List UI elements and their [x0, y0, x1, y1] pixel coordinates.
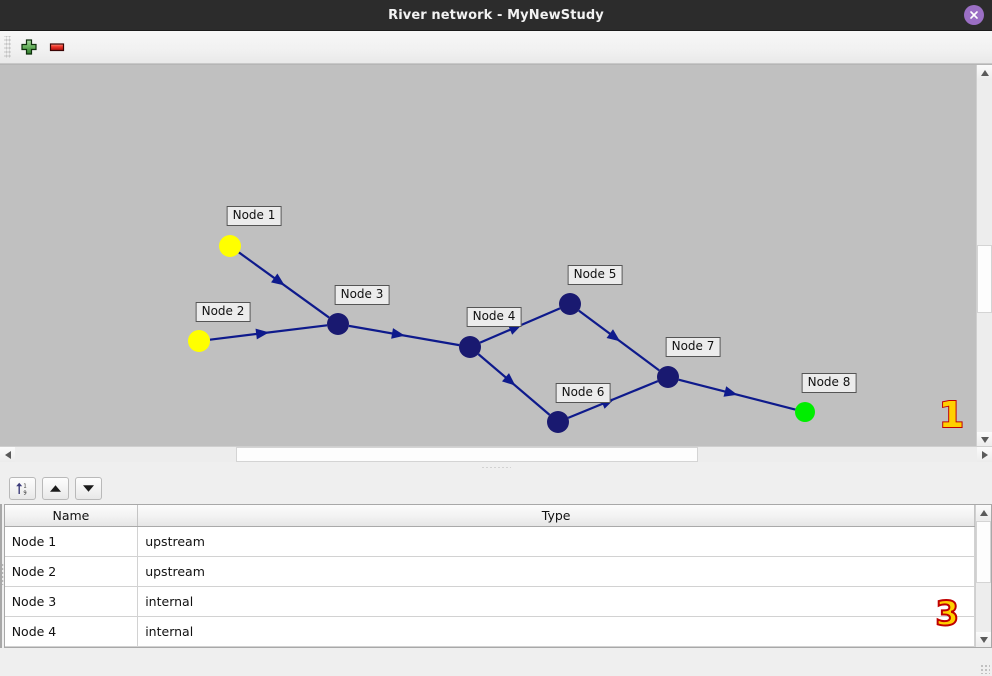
graph-node-node-4[interactable]	[459, 336, 481, 358]
table-cell[interactable]: Node 2	[4, 556, 139, 587]
table-cell[interactable]: upstream	[137, 556, 976, 587]
scroll-up-button[interactable]	[977, 65, 992, 80]
chevron-left-icon	[4, 450, 11, 459]
graph-edge-arrow-icon	[507, 324, 522, 335]
toolbar-drag-handle[interactable]	[4, 36, 11, 58]
canvas-hscroll-thumb[interactable]	[236, 447, 698, 462]
main-toolbar	[0, 31, 992, 64]
table-row-empty[interactable]	[4, 646, 976, 647]
table-cell[interactable]: internal	[137, 616, 976, 647]
delete-node-button[interactable]	[44, 34, 70, 60]
nodes-scroll-up-button[interactable]	[976, 505, 992, 520]
nodes-status-bar	[3, 648, 992, 676]
graph-node-label-node-8[interactable]: Node 8	[801, 373, 857, 393]
delete-node-icon	[49, 43, 65, 52]
nodes-move-up-button[interactable]	[41, 476, 69, 500]
sort-icon: 1 9	[15, 482, 26, 496]
canvas-vertical-scrollbar[interactable]	[976, 65, 992, 447]
reaches-status-bar	[0, 648, 1, 676]
reaches-table-vertical-scrollbar[interactable]	[1, 505, 2, 647]
graph-edge-arrow-icon	[255, 328, 270, 340]
window-resize-grip[interactable]	[980, 664, 991, 674]
graph-node-label-node-3[interactable]: Node 3	[334, 285, 390, 305]
move-down-icon	[82, 484, 94, 492]
graph-edge-arrow-icon	[501, 373, 516, 386]
add-node-button[interactable]	[16, 34, 42, 60]
chevron-down-icon	[980, 436, 989, 443]
title-bar: River network - MyNewStudy	[0, 0, 992, 31]
river-network-canvas-panel: Node 1 Node 2 Node 3 Node 4 Node 5 Node 6 Node…	[0, 64, 992, 462]
chevron-down-icon	[979, 636, 988, 643]
graph-node-label-node-2[interactable]: Node 2	[195, 302, 251, 322]
graph-node-node-6[interactable]	[547, 411, 569, 433]
table-cell[interactable]: upstream	[137, 526, 976, 557]
graph-edge-arrow-icon	[606, 329, 621, 342]
table-cell[interactable]: internal	[137, 586, 976, 617]
graph-node-label-node-7[interactable]: Node 7	[665, 337, 721, 357]
nodes-move-down-button[interactable]	[74, 476, 102, 500]
graph-node-label-node-5[interactable]: Node 5	[567, 265, 623, 285]
graph-node-label-node-4[interactable]: Node 4	[466, 307, 522, 327]
svg-text:9: 9	[23, 490, 26, 496]
chevron-up-icon	[979, 509, 988, 516]
nodes-scroll-down-button[interactable]	[976, 632, 992, 647]
graph-node-node-7[interactable]	[657, 366, 679, 388]
svg-text:1: 1	[23, 483, 26, 489]
add-node-icon	[21, 39, 37, 55]
table-cell-empty[interactable]	[137, 646, 976, 647]
graph-edge-arrow-icon	[271, 273, 285, 286]
table-cell[interactable]: Node 4	[4, 616, 139, 647]
table-cell[interactable]: Node 1	[4, 526, 139, 557]
close-icon	[970, 11, 978, 19]
graph-node-node-8[interactable]	[795, 402, 815, 422]
tables-area: 1 9	[0, 472, 992, 676]
river-network-canvas[interactable]: Node 1 Node 2 Node 3 Node 4 Node 5 Node 6 Node…	[0, 65, 975, 447]
graph-node-node-1[interactable]	[219, 235, 241, 257]
nodes-sort-button[interactable]: 1 9	[8, 476, 36, 500]
graph-node-node-3[interactable]	[327, 313, 349, 335]
canvas-vscroll-thumb[interactable]	[977, 245, 992, 313]
graph-node-label-node-6[interactable]: Node 6	[555, 383, 611, 403]
vertical-splitter-grip-icon	[0, 563, 4, 585]
move-up-icon	[49, 484, 61, 492]
vertical-splitter[interactable]	[0, 472, 4, 676]
scroll-left-button[interactable]	[0, 447, 15, 462]
nodes-table-vertical-scrollbar[interactable]	[975, 505, 992, 647]
graph-edge-arrow-icon	[391, 328, 405, 339]
table-cell-empty[interactable]	[4, 646, 139, 647]
close-button[interactable]	[964, 5, 984, 25]
window-title: River network - MyNewStudy	[388, 7, 604, 23]
scroll-down-button[interactable]	[977, 432, 992, 447]
horizontal-splitter[interactable]	[0, 462, 992, 472]
table-cell[interactable]: Node 3	[4, 586, 139, 617]
graph-node-node-2[interactable]	[188, 330, 210, 352]
graph-edge-arrow-icon	[723, 386, 738, 397]
nodes-vscroll-thumb[interactable]	[976, 521, 992, 583]
column-header-name[interactable]: Name	[4, 505, 139, 527]
chevron-right-icon	[981, 450, 988, 459]
splitter-grip-icon	[481, 465, 511, 469]
scroll-right-button[interactable]	[977, 447, 992, 462]
graph-node-label-node-1[interactable]: Node 1	[226, 206, 282, 226]
column-header-type[interactable]: Type	[137, 505, 976, 527]
nodes-toolbar: 1 9	[3, 472, 992, 504]
reaches-panel: 1 9	[0, 472, 64, 676]
chevron-up-icon	[980, 69, 989, 76]
canvas-horizontal-scrollbar[interactable]	[0, 446, 992, 462]
graph-node-node-5[interactable]	[559, 293, 581, 315]
